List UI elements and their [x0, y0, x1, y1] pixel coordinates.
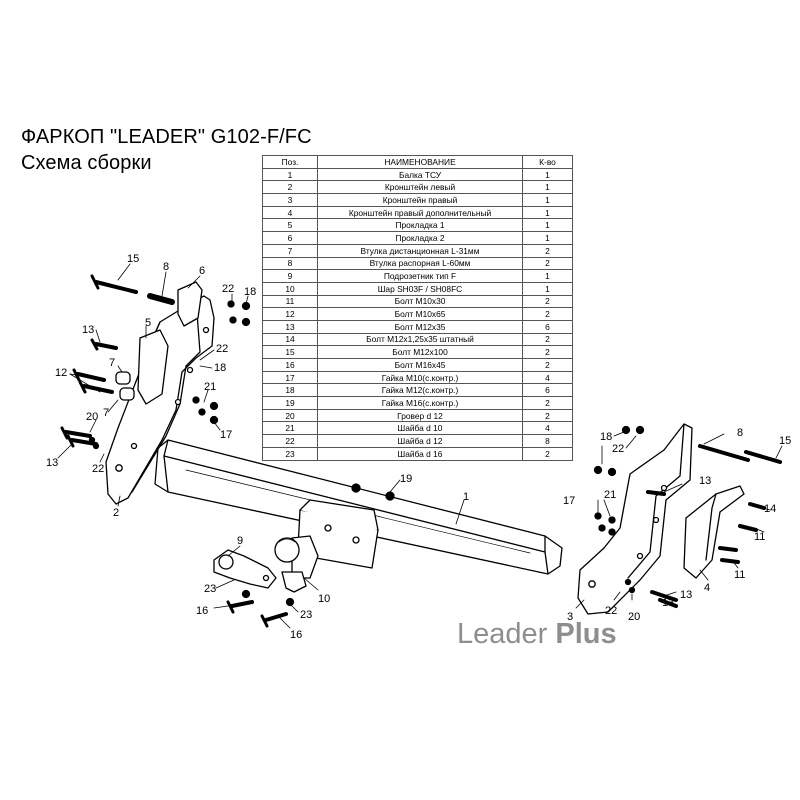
callout-20-right: 20 [628, 611, 640, 623]
diagram-title: ФАРКОП "LEADER" G102-F/FC [21, 126, 312, 148]
cell-quantity: 2 [522, 446, 573, 461]
callout-17-right: 17 [563, 495, 575, 507]
callout-22-left-bottom: 22 [92, 463, 104, 475]
callout-20-left: 20 [86, 411, 98, 423]
callout-17-left: 17 [220, 429, 232, 441]
nuts-and-washers [88, 300, 645, 607]
callout-6: 6 [199, 265, 205, 277]
parts-table-header: Поз. НАИМЕНОВАНИЕ К-во [262, 155, 573, 169]
logo-word-plus: Plus [555, 618, 617, 650]
diagram-subtitle: Схема сборки [21, 152, 152, 174]
callout-5: 5 [145, 317, 151, 329]
leader-plus-logo: Leader Plus [457, 618, 617, 651]
callout-22-right-top: 22 [612, 443, 624, 455]
callout-9: 9 [237, 535, 243, 547]
callout-13-right-bottom: 13 [680, 589, 692, 601]
callout-numbers: 15 8 6 22 18 5 13 7 12 7 22 18 21 17 20 … [46, 253, 791, 641]
callout-2: 2 [113, 507, 119, 519]
cell-quantity: 1 [522, 218, 573, 233]
callout-21-right: 21 [604, 489, 616, 501]
callout-21-left: 21 [204, 381, 216, 393]
callout-4: 4 [704, 582, 710, 594]
callout-23-right: 23 [300, 609, 312, 621]
ball-mount [274, 499, 379, 593]
callout-16-left: 16 [196, 605, 208, 617]
spacer-plates-left [137, 281, 203, 405]
callout-16-right: 16 [290, 629, 302, 641]
bolts-left [60, 274, 288, 628]
callout-13-left-bottom: 13 [46, 457, 58, 469]
callout-7-upper: 7 [109, 357, 115, 369]
callout-12: 12 [55, 367, 67, 379]
callout-11-upper: 11 [754, 531, 765, 543]
callout-13-right-top: 13 [699, 475, 711, 487]
callout-18-right-top: 18 [600, 431, 612, 443]
right-bracket [577, 423, 693, 615]
logo-word-leader: Leader [457, 618, 548, 650]
bolts-right [646, 444, 782, 608]
callout-18-left-top: 18 [244, 286, 256, 298]
leader-lines [57, 263, 783, 629]
right-additional-bracket [683, 485, 745, 579]
callout-15-right: 15 [779, 435, 791, 447]
callout-22-right-bottom: 22 [605, 605, 617, 617]
callout-13-left-top: 13 [82, 324, 94, 336]
callout-7-lower: 7 [103, 407, 109, 419]
callout-8-left: 8 [163, 261, 169, 273]
callout-23-left: 23 [204, 583, 216, 595]
callout-3: 3 [567, 611, 573, 623]
callout-22-left-mid: 22 [216, 343, 228, 355]
callout-19: 19 [400, 473, 412, 485]
callout-11-lower: 11 [734, 569, 745, 581]
callout-13-right-bottom-2: 13 [662, 597, 674, 609]
callout-18-left-mid: 18 [214, 362, 226, 374]
callout-22-left-top: 22 [222, 283, 234, 295]
callout-10: 10 [318, 593, 330, 605]
callout-15-left: 15 [127, 253, 139, 265]
socket-plate [213, 549, 277, 589]
callout-1: 1 [463, 491, 469, 503]
callout-14: 14 [764, 503, 776, 515]
callout-8-right: 8 [737, 427, 743, 439]
cell-position: 23 [262, 446, 318, 461]
cell-name: Шайба d 16 [317, 446, 523, 461]
